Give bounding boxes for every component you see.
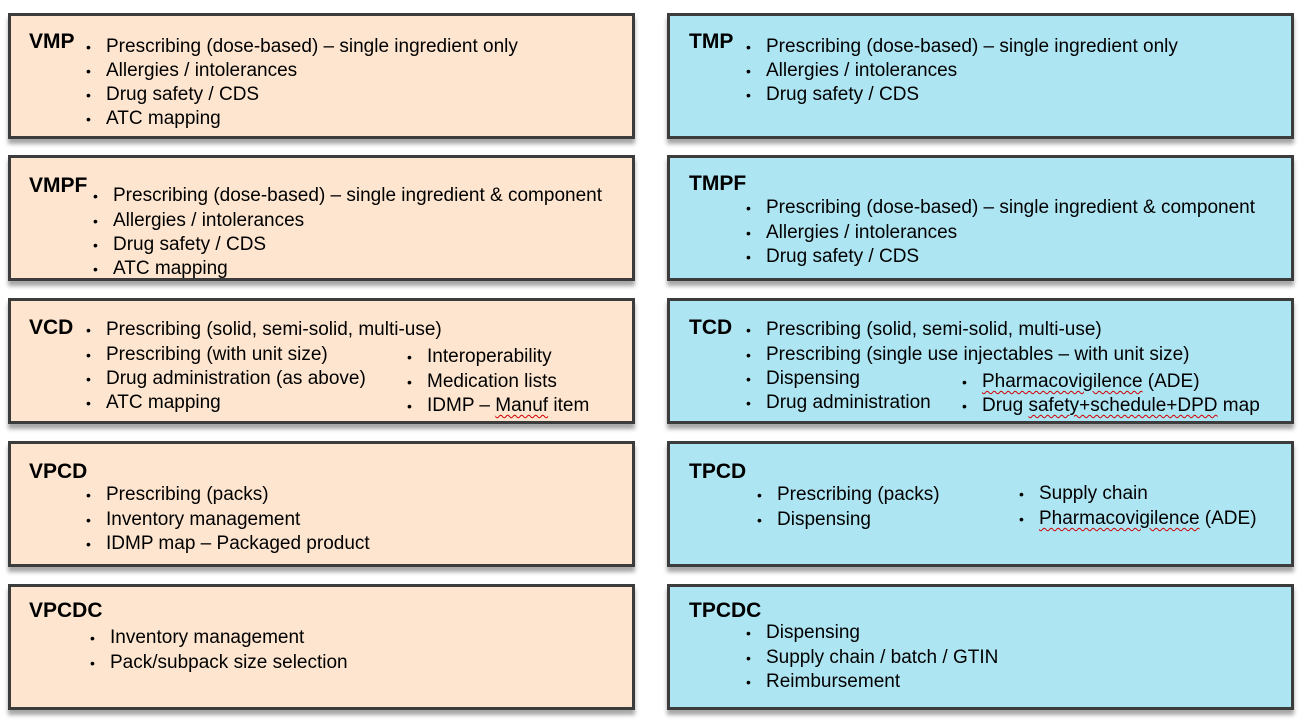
tpcdc-item-2: Supply chain / batch / GTIN <box>746 647 998 669</box>
tmp-item-1: Prescribing (dose-based) – single ingred… <box>746 36 1178 58</box>
vcd-item-7-tail: item <box>548 395 590 416</box>
vmp-item-2: Allergies / intolerances <box>86 60 297 82</box>
tmpf-item-2: Allergies / intolerances <box>746 222 957 244</box>
tcd-box: TCD Prescribing (solid, semi-solid, mult… <box>667 298 1294 424</box>
tpcd-item-3: Supply chain <box>1019 483 1148 505</box>
vmpf-title: VMPF <box>29 174 88 197</box>
tpcd-item-4: Pharmacovigilence (ADE) <box>1019 508 1257 530</box>
vmpf-item-3: Drug safety / CDS <box>93 234 266 256</box>
vmp-item-3: Drug safety / CDS <box>86 84 259 106</box>
vmpf-item-4: ATC mapping <box>93 258 228 280</box>
tpcd-title: TPCD <box>689 460 747 483</box>
tpcdc-item-1: Dispensing <box>746 622 860 644</box>
vcd-item-7-squiggle: Manuf <box>495 395 549 416</box>
tcd-item-3: Dispensing <box>746 368 860 390</box>
tmp-item-2: Allergies / intolerances <box>746 60 957 82</box>
vcd-item-5: Interoperability <box>407 346 552 368</box>
vpcd-item-3: IDMP map – Packaged product <box>86 533 370 555</box>
tcd-item-6-squiggle: safety+schedule+DPD <box>1028 395 1218 416</box>
tmp-title: TMP <box>689 30 734 53</box>
vmp-item-4: ATC mapping <box>86 108 221 130</box>
vcd-item-6: Medication lists <box>407 371 557 393</box>
tpcdc-box: TPCDC Dispensing Supply chain / batch / … <box>667 584 1294 710</box>
vpcd-title: VPCD <box>29 460 88 483</box>
tpcdc-item-3: Reimbursement <box>746 671 900 693</box>
vpcdc-title: VPCDC <box>29 599 103 622</box>
tpcd-item-1: Prescribing (packs) <box>757 484 940 506</box>
tcd-item-6-tail: map <box>1217 395 1260 416</box>
vcd-box: VCD Prescribing (solid, semi-solid, mult… <box>8 298 635 424</box>
tmpf-item-1: Prescribing (dose-based) – single ingred… <box>746 197 1255 219</box>
vpcd-item-1: Prescribing (packs) <box>86 484 269 506</box>
tcd-item-2: Prescribing (single use injectables – wi… <box>746 344 1190 366</box>
vmp-title: VMP <box>29 30 75 53</box>
vmpf-box: VMPF Prescribing (dose-based) – single i… <box>8 155 635 281</box>
vmpf-item-1: Prescribing (dose-based) – single ingred… <box>93 185 602 207</box>
tpcd-box: TPCD Prescribing (packs) Dispensing Supp… <box>667 441 1294 567</box>
vcd-title: VCD <box>29 316 74 339</box>
tpcdc-title: TPCDC <box>689 599 762 622</box>
vpcdc-box: VPCDC Inventory management Pack/subpack … <box>8 584 635 710</box>
tmp-box: TMP Prescribing (dose-based) – single in… <box>667 13 1294 139</box>
vpcdc-item-2: Pack/subpack size selection <box>90 652 348 674</box>
vmp-item-1: Prescribing (dose-based) – single ingred… <box>86 36 518 58</box>
tcd-item-6: Drug safety+schedule+DPD map <box>962 395 1260 417</box>
tcd-title: TCD <box>689 316 733 339</box>
tcd-item-5: Pharmacovigilence (ADE) <box>962 371 1200 393</box>
vcd-item-2: Prescribing (with unit size) <box>86 344 328 366</box>
tcd-item-1: Prescribing (solid, semi-solid, multi-us… <box>746 319 1102 341</box>
tpcd-item-4-tail: (ADE) <box>1199 508 1257 529</box>
vcd-item-3: Drug administration (as above) <box>86 368 366 390</box>
tcd-item-5-squiggle: Pharmacovigilence <box>982 371 1143 392</box>
vpcdc-item-1: Inventory management <box>90 627 304 649</box>
tmp-item-3: Drug safety / CDS <box>746 84 919 106</box>
vmp-box: VMP Prescribing (dose-based) – single in… <box>8 13 635 139</box>
vpcd-box: VPCD Prescribing (packs) Inventory manag… <box>8 441 635 567</box>
tcd-item-6-head: Drug <box>982 395 1029 416</box>
vcd-item-1: Prescribing (solid, semi-solid, multi-us… <box>86 319 442 341</box>
vcd-item-4: ATC mapping <box>86 392 221 414</box>
vcd-item-7-head: IDMP – <box>427 395 496 416</box>
tpcd-item-2: Dispensing <box>757 509 871 531</box>
tpcd-item-4-squiggle: Pharmacovigilence <box>1039 508 1200 529</box>
tmpf-item-3: Drug safety / CDS <box>746 246 919 268</box>
tmpf-title: TMPF <box>689 172 747 195</box>
vcd-item-7: IDMP – Manuf item <box>407 395 590 417</box>
vpcd-item-2: Inventory management <box>86 509 300 531</box>
vmpf-item-2: Allergies / intolerances <box>93 210 304 232</box>
tcd-item-4: Drug administration <box>746 392 931 414</box>
tmpf-box: TMPF Prescribing (dose-based) – single i… <box>667 155 1294 281</box>
tcd-item-5-tail: (ADE) <box>1142 371 1200 392</box>
